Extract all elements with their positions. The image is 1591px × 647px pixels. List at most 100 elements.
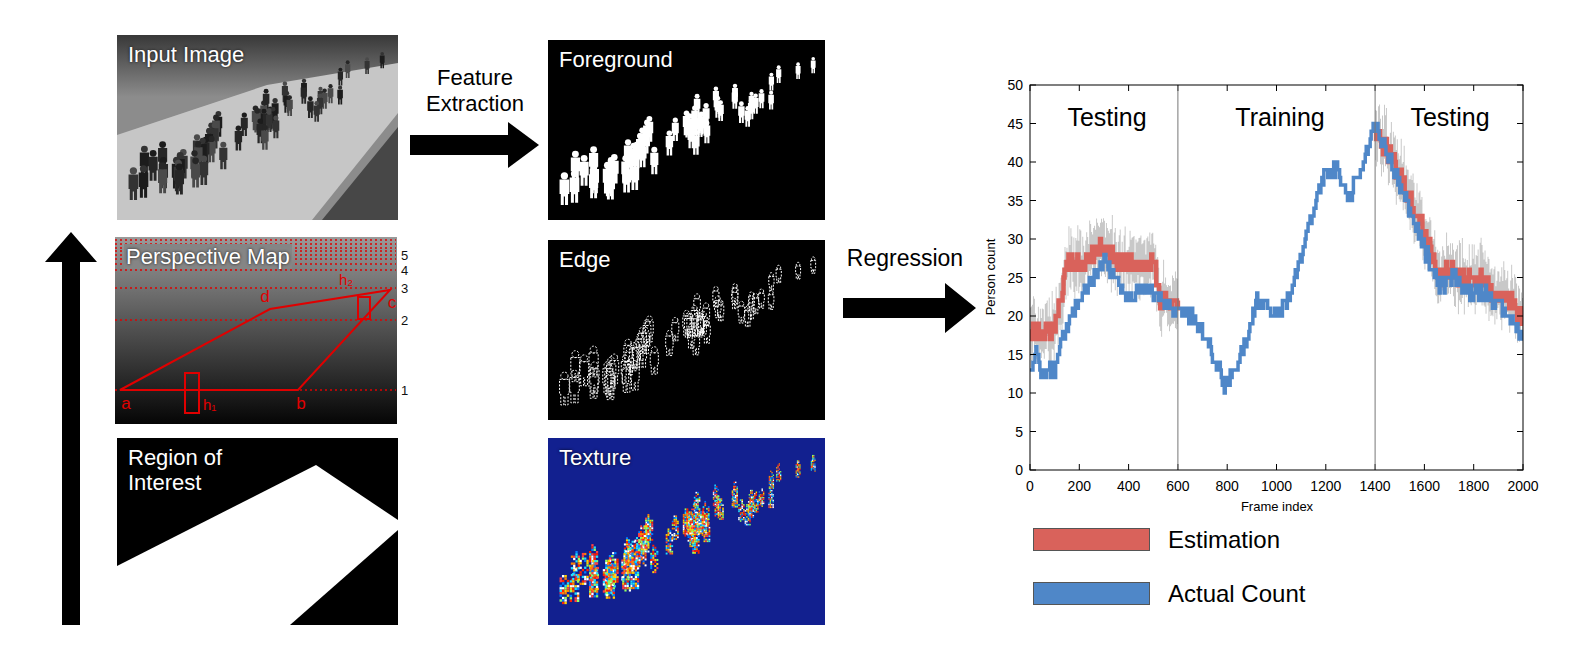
texture-cell [675, 515, 677, 517]
texture-cell [628, 541, 630, 543]
texture-cell [738, 504, 740, 506]
texture-cell [677, 526, 679, 528]
person-figure [642, 525, 650, 552]
texture-cell [697, 521, 699, 523]
texture-cell [686, 515, 688, 517]
texture-cell [691, 508, 693, 510]
texture-cell [702, 523, 704, 525]
person-head [796, 62, 800, 66]
person-body [580, 162, 589, 186]
person-head [206, 128, 212, 134]
person-figure [796, 262, 801, 279]
person-head [608, 357, 615, 364]
texture-cell [685, 510, 687, 512]
person-head [572, 151, 579, 158]
texture-cell [741, 514, 743, 516]
texture-cell [813, 466, 814, 467]
person-body [732, 92, 738, 108]
person-figure [748, 496, 754, 518]
person-figure [687, 511, 694, 535]
texture-cell [677, 536, 679, 538]
texture-cell [754, 495, 756, 497]
texture-cell [689, 522, 691, 524]
texture-cell [745, 521, 747, 523]
texture-cell [706, 511, 708, 513]
person-head [301, 83, 306, 88]
person-head [262, 125, 268, 131]
person-head [622, 355, 628, 361]
person-head [346, 60, 350, 64]
person-head [590, 346, 597, 353]
texture-cell [741, 507, 743, 509]
texture-cell [750, 493, 751, 494]
texture-cell [776, 467, 777, 468]
texture-cell [799, 474, 800, 475]
person-body [560, 379, 570, 405]
texture-cell [702, 518, 704, 520]
texture-cell [796, 473, 797, 474]
texture-cell [700, 520, 702, 522]
person-figure [753, 294, 759, 314]
texture-cell [689, 538, 691, 540]
texture-cell [693, 505, 695, 507]
texture-cell [798, 462, 799, 463]
texture-cell [736, 506, 738, 508]
texture-cell [643, 549, 645, 551]
texture-cell [698, 541, 700, 543]
texture-cell [691, 514, 693, 516]
texture-cell [799, 468, 800, 469]
texture-cell [813, 463, 814, 464]
texture-cell [811, 466, 812, 467]
texture-cell [698, 526, 700, 528]
person-figure [301, 83, 307, 104]
texture-cell [776, 471, 777, 472]
texture-cell [751, 510, 753, 512]
texture-cell [649, 524, 651, 526]
texture-cell [715, 500, 717, 502]
texture-cell [722, 509, 724, 511]
texture-cell [684, 517, 686, 519]
texture-cell [718, 512, 720, 514]
texture-cell [690, 525, 692, 527]
person-figure [704, 320, 711, 343]
texture-cell [732, 492, 733, 493]
walkway [117, 63, 398, 220]
person-head [581, 155, 588, 162]
texture-cell [624, 543, 626, 545]
texture-cell [762, 490, 763, 491]
texture-cell [704, 501, 706, 503]
texture-cell [643, 541, 645, 543]
texture-cell [716, 496, 718, 498]
person-head [777, 265, 781, 269]
person-figure [732, 482, 738, 503]
texture-cell [780, 475, 781, 476]
texture-cell [752, 494, 753, 495]
texture-cell [770, 501, 771, 502]
person-body [314, 106, 320, 122]
person-head [673, 317, 678, 322]
texture-cell [695, 532, 697, 534]
texture-cell [708, 508, 710, 510]
texture-cell [692, 535, 694, 537]
texture-cell [745, 510, 747, 512]
texture-cell [675, 517, 677, 519]
person-head [626, 346, 632, 352]
texture-cell [636, 547, 638, 549]
texture-cell [768, 504, 769, 505]
texture-cell [753, 501, 755, 503]
texture-cell [771, 477, 772, 478]
texture-cell [703, 508, 705, 510]
person-body [769, 77, 774, 91]
texture-cell [700, 513, 702, 515]
texture-cell [749, 498, 751, 500]
texture-cell [696, 539, 698, 541]
texture-cell [776, 476, 777, 477]
texture-cell [749, 494, 750, 495]
texture-cell [776, 480, 777, 481]
texture-cell [719, 509, 721, 511]
texture-cell [754, 505, 756, 507]
texture-cell [748, 506, 750, 508]
texture-cell [760, 497, 761, 498]
texture-cell [695, 507, 697, 509]
person-head [607, 168, 614, 175]
